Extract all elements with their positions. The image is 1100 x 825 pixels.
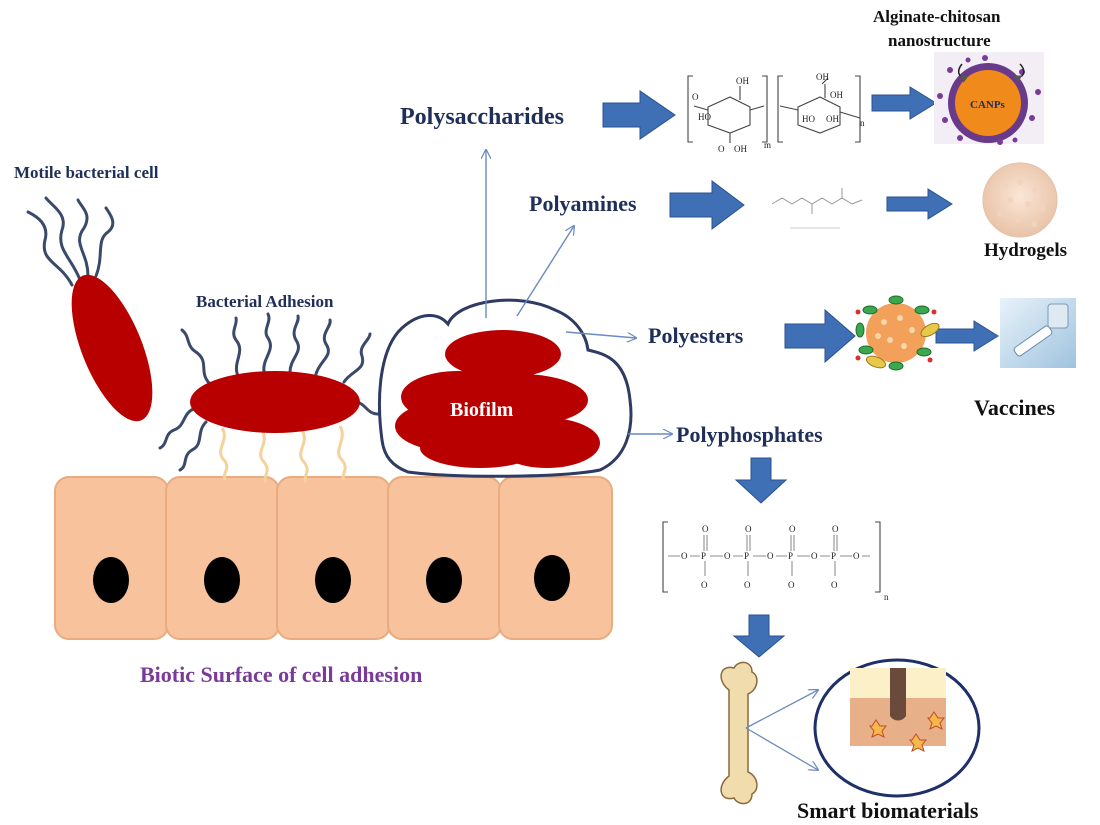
process-arrows xyxy=(602,86,999,658)
polyesters-label: Polyesters xyxy=(648,323,744,348)
svg-text:P: P xyxy=(831,551,836,561)
nucleus xyxy=(534,555,570,601)
svg-text:O: O xyxy=(745,524,752,534)
canps-label: CANPs xyxy=(970,99,1006,111)
polysaccharides-label: Polysaccharides xyxy=(400,104,564,130)
hydrogel-icon xyxy=(982,162,1058,238)
alginate-label-line2: nanostructure xyxy=(888,31,991,50)
nucleus xyxy=(315,557,351,603)
bone-tissue-icon xyxy=(813,658,981,798)
bone-icon xyxy=(720,661,758,805)
arrow-to-vaccines xyxy=(935,320,999,352)
svg-text:O: O xyxy=(831,580,838,590)
svg-text:n: n xyxy=(860,118,865,128)
svg-text:HO: HO xyxy=(698,112,711,122)
nucleus xyxy=(426,557,462,603)
svg-text:OH: OH xyxy=(736,76,749,86)
svg-text:m: m xyxy=(764,140,771,150)
svg-text:OH: OH xyxy=(830,90,843,100)
svg-text:OH: OH xyxy=(734,144,747,154)
svg-text:O: O xyxy=(701,580,708,590)
motile-bacterium xyxy=(26,196,153,422)
svg-text:O: O xyxy=(811,551,818,561)
svg-text:OH: OH xyxy=(816,72,829,82)
svg-text:O: O xyxy=(788,580,795,590)
svg-text:P: P xyxy=(701,551,706,561)
svg-text:O: O xyxy=(767,551,774,561)
vaccine-nanoparticle-icon xyxy=(855,295,940,371)
svg-text:O: O xyxy=(681,551,688,561)
svg-text:O: O xyxy=(853,551,860,561)
svg-text:O: O xyxy=(702,524,709,534)
polyphosphate-structure-icon: P P P P O O O O O O O O O O O O O n xyxy=(662,521,889,602)
biofilm-arrows xyxy=(486,150,672,434)
biofilm-label: Biofilm xyxy=(450,399,514,421)
polysaccharide-structure-icon xyxy=(687,75,861,143)
arrow-to-hydrogels xyxy=(886,188,953,220)
svg-text:P: P xyxy=(744,551,749,561)
nucleus xyxy=(93,557,129,603)
polyamine-structure-icon xyxy=(771,188,863,229)
nucleus xyxy=(204,557,240,603)
smart-biomaterials-label: Smart biomaterials xyxy=(797,798,979,823)
motile-cell-label: Motile bacterial cell xyxy=(14,163,159,182)
svg-text:n: n xyxy=(884,592,889,602)
svg-text:O: O xyxy=(832,524,839,534)
polyphosphates-label: Polyphosphates xyxy=(676,422,823,447)
svg-text:O: O xyxy=(692,92,699,102)
polyamines-label: Polyamines xyxy=(529,191,637,216)
canp-nanoparticle-icon xyxy=(934,52,1044,145)
svg-text:O: O xyxy=(744,580,751,590)
arrow-smart-down xyxy=(732,614,786,658)
arrow-polyphosphates-down xyxy=(734,457,788,504)
svg-text:O: O xyxy=(789,524,796,534)
tissue-cells xyxy=(54,476,613,640)
svg-text:P: P xyxy=(788,551,793,561)
svg-text:OH: OH xyxy=(826,114,839,124)
vaccines-label: Vaccines xyxy=(974,395,1056,420)
adhering-bacterium xyxy=(158,312,398,483)
adhesion-label: Bacterial Adhesion xyxy=(196,292,334,311)
svg-text:HO: HO xyxy=(802,114,815,124)
arrow-polyesters xyxy=(784,308,856,364)
hydrogels-label: Hydrogels xyxy=(984,240,1067,261)
alginate-label-line1: Alginate-chitosan xyxy=(873,7,1001,26)
arrow-polyamines xyxy=(669,180,745,230)
bone-detail-arrows xyxy=(745,690,818,770)
biofilm xyxy=(378,298,633,478)
svg-text:O: O xyxy=(718,144,725,154)
svg-text:O: O xyxy=(724,551,731,561)
polysaccharide-labels: OH HO O OH O OH OH HO OH m n xyxy=(692,72,865,154)
arrow-to-canps xyxy=(871,86,937,120)
vaccine-syringe-icon xyxy=(1000,298,1076,368)
surface-label: Biotic Surface of cell adhesion xyxy=(140,662,422,687)
arrow-polysaccharides xyxy=(602,90,676,140)
